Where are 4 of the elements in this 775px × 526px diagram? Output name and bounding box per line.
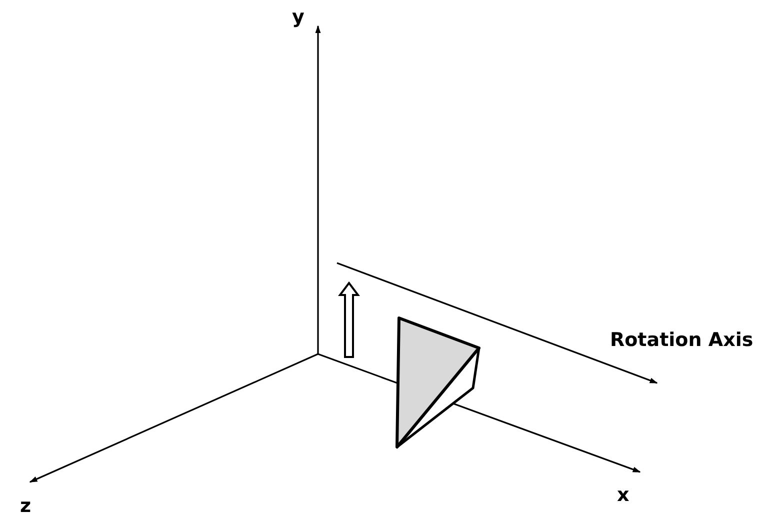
axis-label: y	[292, 8, 304, 27]
axis-label: z	[20, 497, 32, 516]
axis-label: Rotation Axis	[610, 331, 754, 350]
axis-label: x	[617, 486, 630, 505]
